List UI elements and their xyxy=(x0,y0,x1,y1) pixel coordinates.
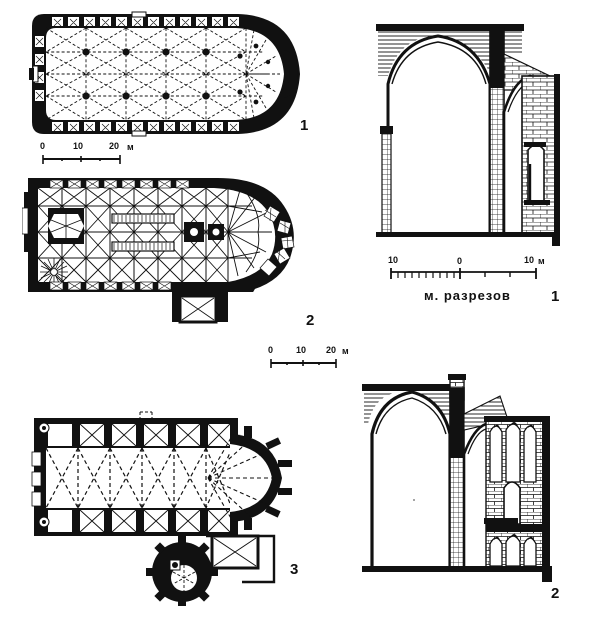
plan-1 xyxy=(28,10,306,138)
scalebar-tick-20: 20 xyxy=(109,141,120,151)
figure-number-plan-2: 2 xyxy=(306,312,315,329)
figure-number-section-1: 1 xyxy=(551,288,560,305)
scalebar-tick-20: 20 xyxy=(326,345,337,355)
scalebar-unit: м xyxy=(342,346,349,356)
section-1 xyxy=(372,14,562,246)
figure-number-section-2: 2 xyxy=(551,585,560,602)
section-2 xyxy=(358,372,572,600)
plan-3 xyxy=(30,410,300,606)
scalebar-tick-10: 10 xyxy=(73,141,84,151)
figure-number-plan-3: 3 xyxy=(290,561,299,578)
scalebar-tick-10: 10 xyxy=(296,345,307,355)
scalebar-tick-left: 10 xyxy=(388,255,399,265)
figure-number-plan-1: 1 xyxy=(300,117,309,134)
sections-scale-caption: м. разрезов xyxy=(424,288,511,303)
plan-2 xyxy=(22,172,322,340)
scalebar-tick-0: 0 xyxy=(40,141,46,151)
scalebar-tick-center: 0 xyxy=(457,256,463,266)
scalebar-tick-0: 0 xyxy=(268,345,274,355)
scalebar-tick-right: 10 xyxy=(524,255,535,265)
scalebar-unit: м xyxy=(127,142,134,152)
scalebar-unit: м xyxy=(538,256,545,266)
